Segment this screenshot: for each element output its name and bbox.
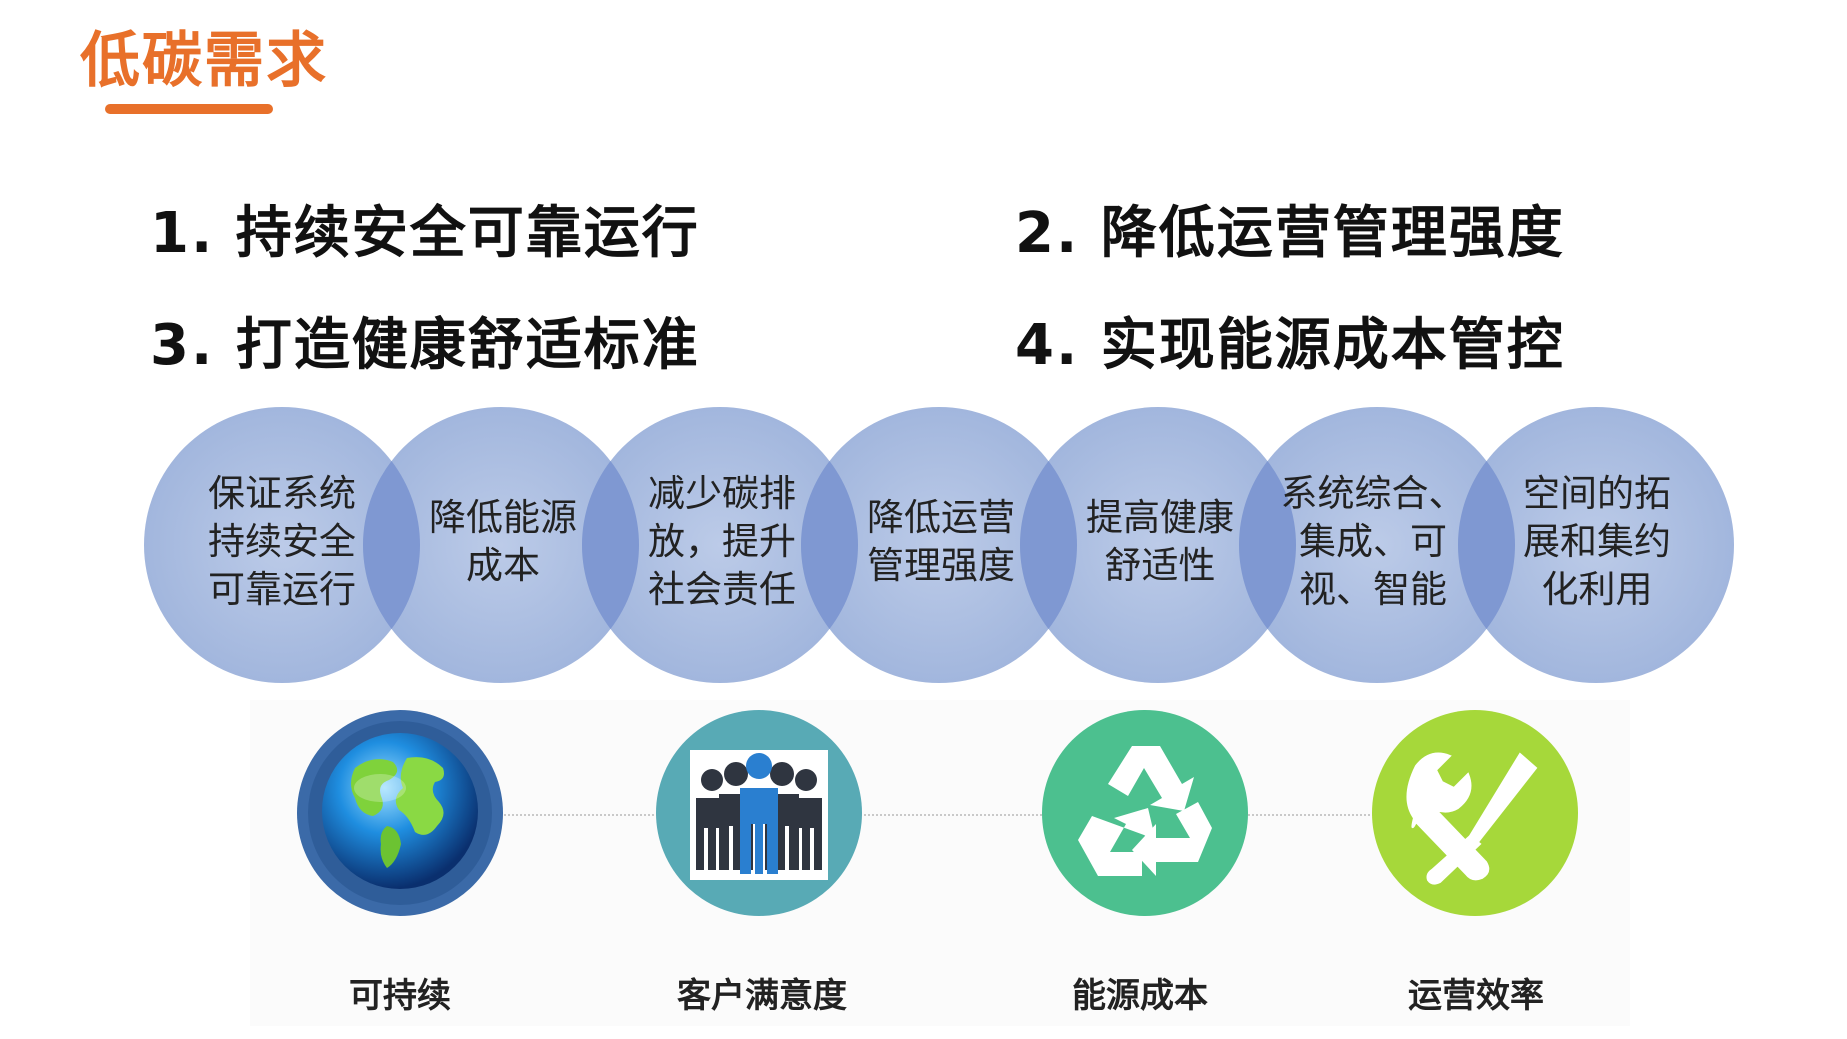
circle-7-line-2: 展和集约 bbox=[1523, 520, 1671, 563]
tools-icon bbox=[1372, 710, 1578, 916]
circle-6-line-3: 视、智能 bbox=[1299, 568, 1447, 611]
circle-3-line-2: 放，提升 bbox=[648, 520, 796, 563]
people-icon bbox=[656, 710, 862, 916]
circle-chain bbox=[144, 407, 1734, 683]
circle-2-line-2: 成本 bbox=[466, 544, 540, 587]
circle-overlap-4 bbox=[1020, 461, 1077, 629]
circle-1-line-2: 持续安全 bbox=[208, 520, 356, 563]
circle-2-line-1: 降低能源 bbox=[429, 496, 577, 539]
circle-label-1: 保证系统 持续安全 可靠运行 bbox=[197, 470, 367, 614]
goal-4: 4. 实现能源成本管控 bbox=[1015, 313, 1565, 378]
goal-1: 1. 持续安全可靠运行 bbox=[150, 201, 700, 266]
circle-overlap-1 bbox=[363, 461, 420, 629]
goal-3: 3. 打造健康舒适标准 bbox=[150, 313, 700, 378]
circle-label-3: 减少碳排 放，提升 社会责任 bbox=[637, 470, 807, 614]
circle-overlap-3 bbox=[801, 461, 858, 629]
circle-7-line-3: 化利用 bbox=[1541, 568, 1653, 611]
circle-4 bbox=[801, 407, 1077, 683]
circle-3-line-3: 社会责任 bbox=[648, 568, 796, 611]
circle-label-6: 系统综合、 集成、可 视、智能 bbox=[1273, 470, 1473, 614]
circle-5-line-1: 提高健康 bbox=[1086, 496, 1234, 539]
icon-label-operation-efficiency: 运营效率 bbox=[1408, 976, 1544, 1016]
circle-label-4: 降低运营 管理强度 bbox=[856, 494, 1026, 590]
circle-3 bbox=[582, 407, 858, 683]
circle-3-line-1: 减少碳排 bbox=[648, 472, 796, 515]
circle-6-line-2: 集成、可 bbox=[1299, 520, 1447, 563]
circle-6-line-1: 系统综合、 bbox=[1280, 472, 1466, 515]
globe-icon bbox=[297, 710, 503, 916]
circle-label-5: 提高健康 舒适性 bbox=[1075, 494, 1245, 590]
circle-1-line-3: 可靠运行 bbox=[208, 568, 356, 611]
circle-overlap-6 bbox=[1458, 461, 1515, 629]
circle-4-line-1: 降低运营 bbox=[867, 496, 1015, 539]
circle-7 bbox=[1458, 407, 1734, 683]
goal-2: 2. 降低运营管理强度 bbox=[1015, 201, 1565, 266]
circle-overlap-5 bbox=[1239, 461, 1296, 629]
connector-line bbox=[420, 814, 1470, 816]
circle-7-line-1: 空间的拓 bbox=[1523, 472, 1671, 515]
title-underline bbox=[105, 104, 273, 114]
circle-label-7: 空间的拓 展和集约 化利用 bbox=[1512, 470, 1682, 614]
icon-label-customer-satisfaction: 客户满意度 bbox=[677, 976, 847, 1016]
circle-1 bbox=[144, 407, 420, 683]
circle-5 bbox=[1020, 407, 1296, 683]
circle-5-line-2: 舒适性 bbox=[1104, 544, 1216, 587]
circle-overlap-2 bbox=[582, 461, 639, 629]
icon-label-energy-cost: 能源成本 bbox=[1072, 976, 1208, 1016]
circle-2 bbox=[363, 407, 639, 683]
circle-6 bbox=[1239, 407, 1515, 683]
circle-1-line-1: 保证系统 bbox=[208, 472, 356, 515]
circle-4-line-2: 管理强度 bbox=[867, 544, 1015, 587]
page-title: 低碳需求 bbox=[80, 26, 328, 96]
circle-label-2: 降低能源 成本 bbox=[418, 494, 588, 590]
icon-label-sustainable: 可持续 bbox=[349, 976, 451, 1016]
recycle-icon bbox=[1042, 710, 1248, 916]
